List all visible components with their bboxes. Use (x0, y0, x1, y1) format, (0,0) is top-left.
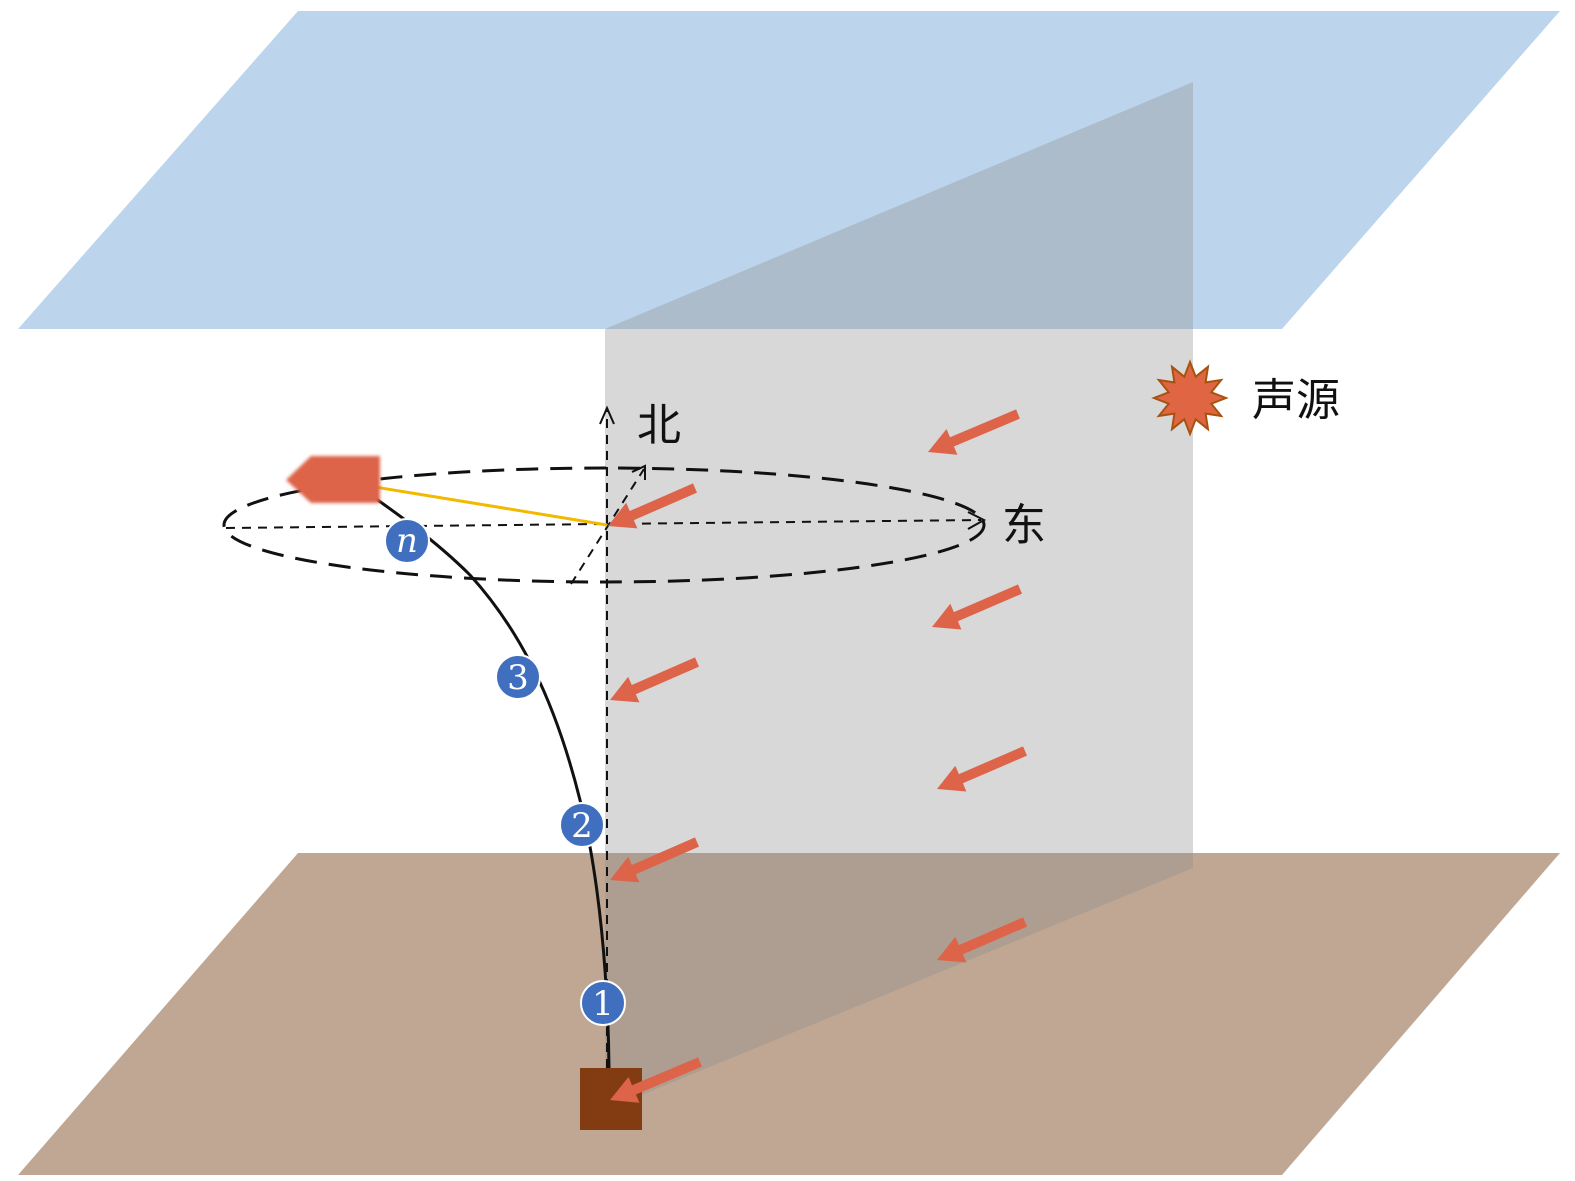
buoy (286, 456, 380, 503)
sensor-node-1-label: 1 (592, 984, 614, 1024)
explosion-burst-icon (1151, 359, 1229, 437)
tether-line (374, 485, 608, 527)
sound-arrow-3 (937, 746, 1027, 792)
rotation-ellipse (222, 466, 986, 584)
sound-arrow-4 (937, 917, 1027, 963)
sound-arrow-8 (610, 1057, 702, 1103)
sensor-node-2-label: 2 (571, 806, 593, 846)
sensor-node-n-label: n (396, 521, 418, 561)
sound-arrow-6 (610, 657, 699, 703)
sound-arrow-7 (610, 837, 699, 883)
sound-arrow-2 (932, 584, 1022, 630)
east-label: 东 (1002, 500, 1046, 551)
sensor-node-3-label: 3 (507, 658, 529, 698)
legend-source-label: 声源 (1252, 375, 1340, 426)
sound-arrow-1 (928, 409, 1020, 455)
oblique-axis-line (570, 468, 645, 585)
sound-arrow-5 (608, 483, 697, 529)
sensor-node-2: 2 (559, 802, 605, 848)
sound-arrows (608, 409, 1027, 1103)
sensor-node-n: n (384, 518, 430, 564)
north-label: 北 (637, 400, 681, 451)
north-arrowhead (599, 405, 615, 425)
sea-surface-plane (18, 11, 1560, 329)
legend: 声源 (1151, 359, 1340, 437)
vertical-plane (605, 82, 1193, 1110)
buoy-arrow-icon (286, 456, 380, 503)
east-arrowhead (967, 511, 987, 530)
east-axis-line (225, 519, 982, 529)
sensor-node-3: 3 (495, 654, 541, 700)
oblique-arrowhead (631, 464, 646, 480)
seabed-plane (18, 853, 1560, 1175)
sensor-node-1: 1 (580, 980, 626, 1026)
